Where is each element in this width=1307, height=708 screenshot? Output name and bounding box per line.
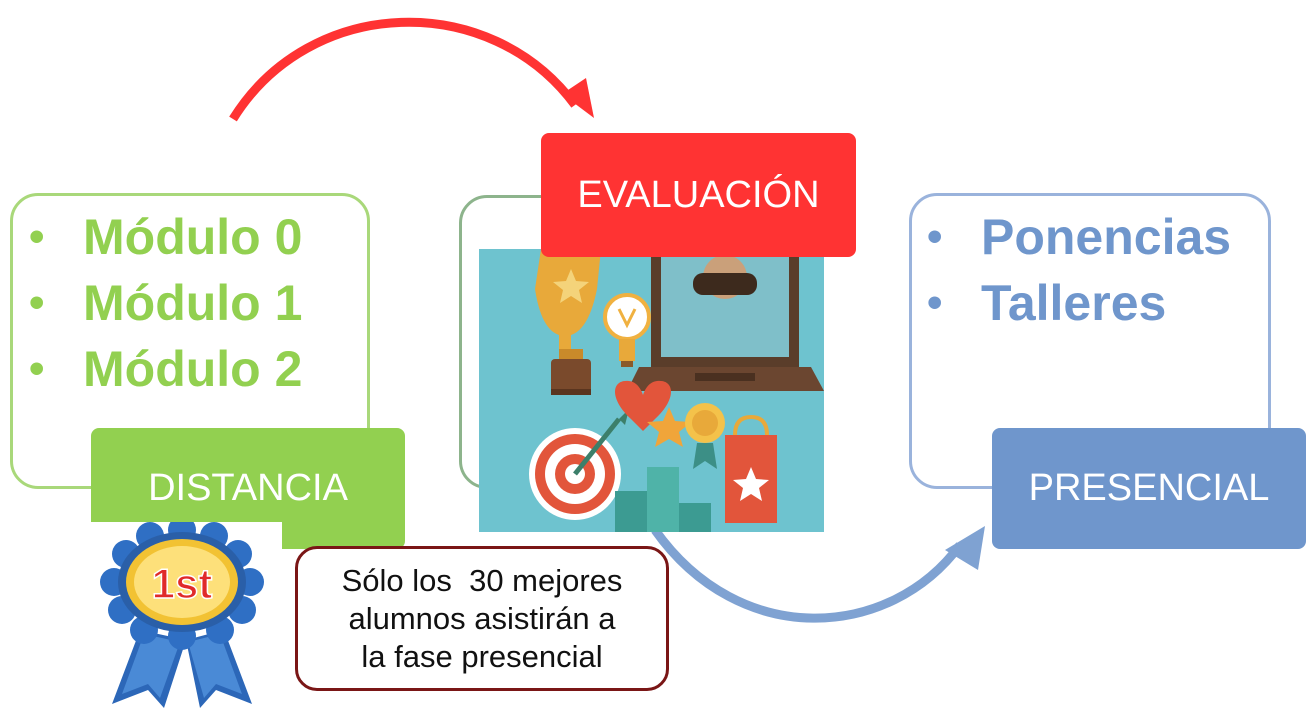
note-line: Sólo los 30 mejores (341, 562, 623, 598)
list-item: •Módulo 1 (29, 275, 303, 331)
star-icon (647, 407, 691, 447)
medal-icon (685, 403, 725, 469)
blue-arrowhead-icon (945, 526, 985, 570)
list-item: •Módulo 0 (29, 209, 303, 265)
list-item: •Ponencias (927, 209, 1232, 265)
heart-icon (615, 380, 671, 431)
note-line: alumnos asistirán a (348, 600, 616, 636)
presencial-label: PRESENCIAL (992, 428, 1306, 549)
note-box: Sólo los 30 mejores alumnos asistirán a … (295, 546, 669, 691)
distancia-list: •Módulo 0 •Módulo 1 •Módulo 2 (25, 207, 302, 405)
red-arrowhead-icon (562, 78, 594, 118)
gamification-illustration (479, 249, 824, 532)
presencial-list: •Ponencias •Talleres (923, 207, 1231, 339)
rosette-ribbon-icon: 1st (82, 522, 282, 708)
bag-icon (725, 414, 777, 523)
blue-curved-arrow (651, 527, 964, 623)
evaluacion-label: EVALUACIÓN (541, 133, 856, 257)
trophy-icon (535, 249, 601, 395)
podium-icon (615, 467, 711, 532)
red-curved-arrow (229, 17, 579, 122)
target-icon (529, 409, 629, 520)
note-line: la fase presencial (361, 638, 603, 674)
laptop-icon (627, 249, 824, 391)
lightbulb-icon (603, 293, 651, 367)
list-item: •Módulo 2 (29, 341, 303, 397)
award-text: 1st (152, 560, 213, 607)
list-item: •Talleres (927, 275, 1167, 331)
